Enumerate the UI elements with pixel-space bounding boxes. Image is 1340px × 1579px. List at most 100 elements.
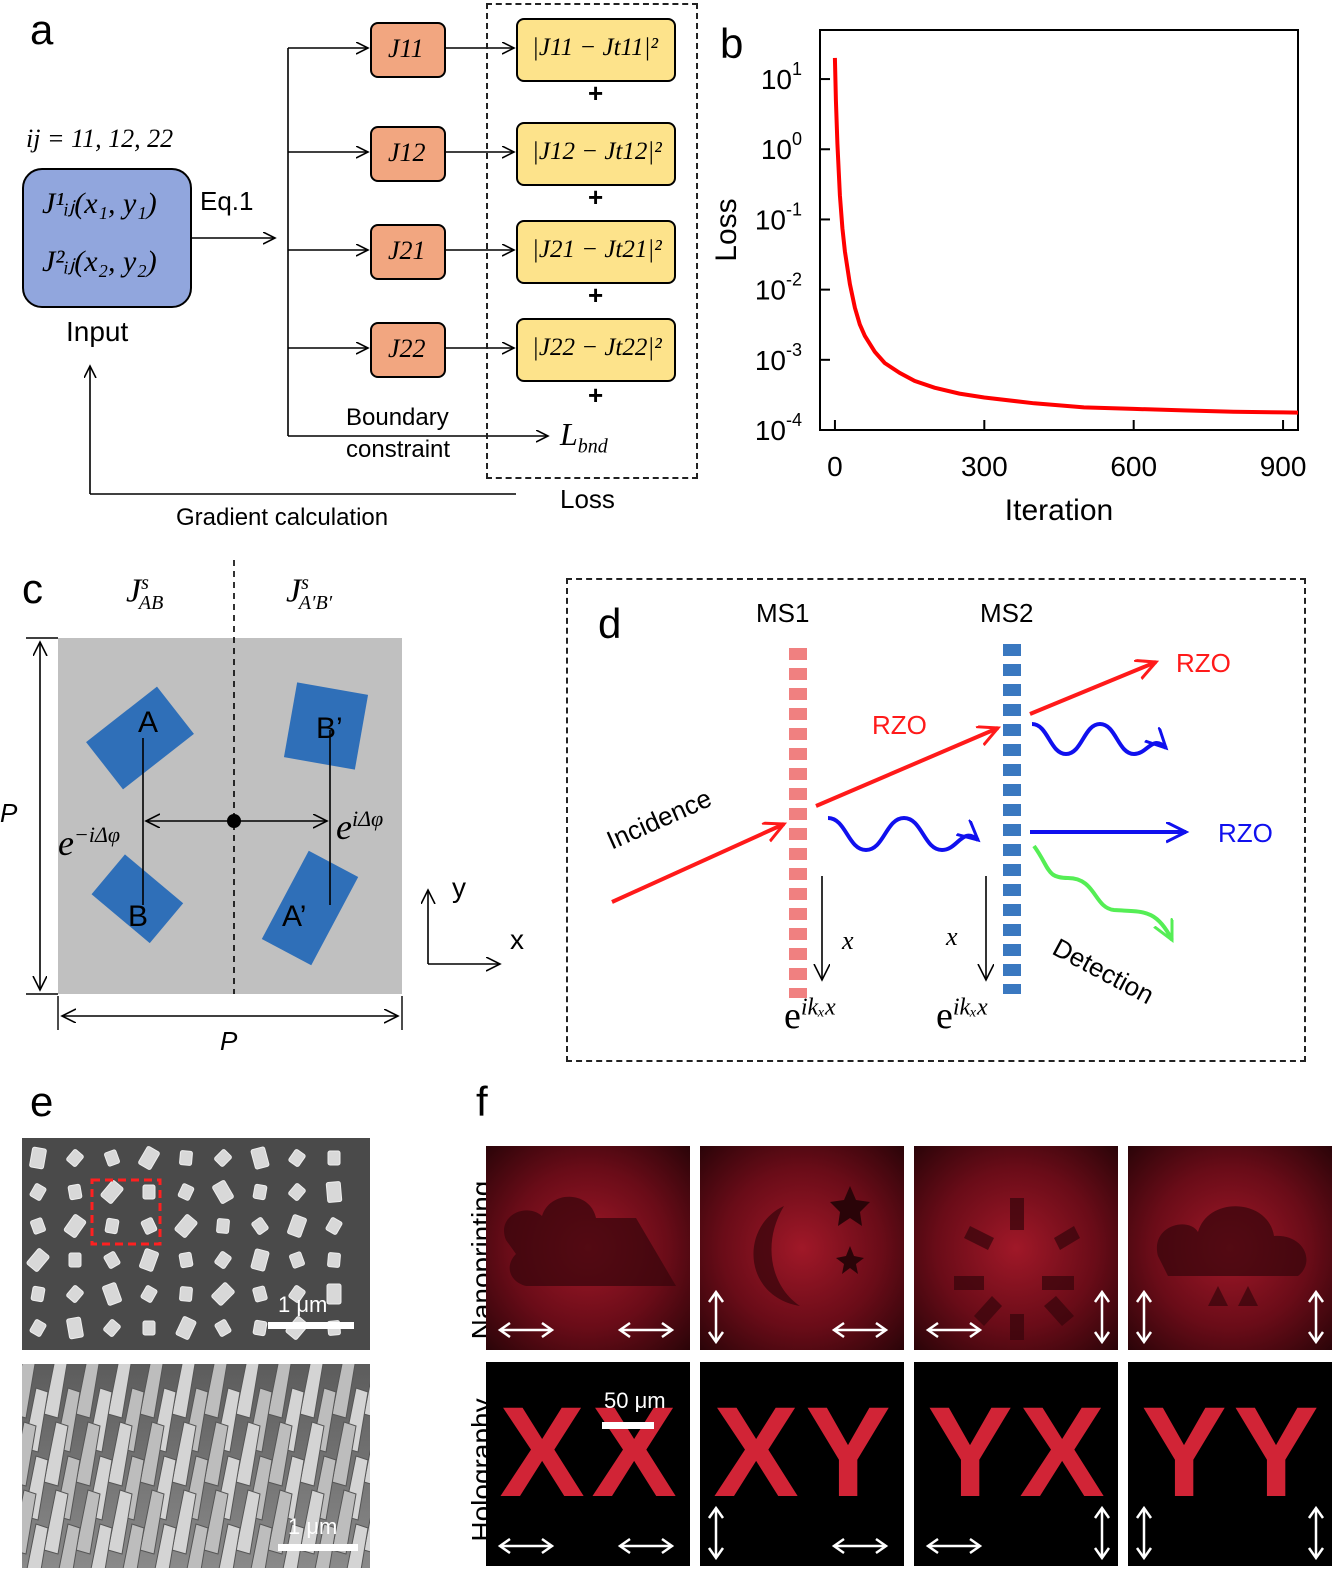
- pillar-b: [91, 854, 184, 944]
- sem-top-view: 1 μm: [22, 1138, 370, 1350]
- scale-text-f: 50 μm: [604, 1388, 666, 1413]
- nanoprint-pattern: [1156, 1206, 1307, 1306]
- sem-tilted-pillar: [171, 1421, 197, 1487]
- phase-label-1: eikₓx: [784, 994, 836, 1037]
- sem-pillar: [140, 1285, 158, 1303]
- sem-pillar: [104, 1149, 120, 1167]
- sem-tilted-pillar: [235, 1489, 261, 1555]
- scale-bar-f: [602, 1422, 654, 1429]
- sem-tilted-pillar: [267, 1421, 293, 1487]
- sem-pillar: [103, 1251, 121, 1269]
- sem-tilted-pillar: [203, 1421, 229, 1487]
- sem-pillar: [178, 1251, 194, 1269]
- loss-term-12: |J12 − Jt12|²: [516, 122, 676, 186]
- polarization-arrowhead: [1135, 1331, 1153, 1345]
- sem-tilted-pillar: [218, 1523, 241, 1568]
- sem-tilted-pillar: [299, 1489, 325, 1555]
- sem-pillar: [142, 1184, 156, 1200]
- sem-tilted-pillar: [139, 1364, 164, 1419]
- polarization-arrowhead: [707, 1505, 725, 1519]
- scale-text-bottom: 1 μm: [288, 1514, 338, 1539]
- polarization-arrowhead: [617, 1537, 631, 1555]
- sem-tilted-pillar: [22, 1421, 37, 1487]
- sem-tilted-pillar: [299, 1364, 324, 1419]
- hologram-letter: X: [713, 1381, 798, 1524]
- hologram-letter: X: [499, 1381, 584, 1524]
- sem-tilted-pillar: [43, 1489, 69, 1555]
- hologram-letter: Y: [927, 1381, 1012, 1524]
- panel-a-letter: a: [30, 6, 54, 53]
- y-tick-label: 100: [761, 129, 802, 165]
- sem-pillar: [26, 1248, 50, 1272]
- polarization-arrowhead: [1135, 1505, 1153, 1519]
- sem-tilted-pillar: [139, 1489, 165, 1555]
- tile-graphic: [497, 1196, 676, 1339]
- polarization-arrowhead: [707, 1547, 725, 1561]
- scale-text-top: 1 μm: [278, 1292, 328, 1317]
- loss-series-line: [832, 57, 1299, 415]
- sem-pillar: [252, 1319, 268, 1337]
- sem-tilted-pillar: [90, 1523, 113, 1568]
- panel-d-frame: [566, 578, 1306, 1062]
- x-tick-label: 0: [827, 451, 843, 482]
- sem-tilted-pillar: [154, 1523, 177, 1568]
- sem-pillar: [179, 1150, 193, 1166]
- sem-pillar: [212, 1180, 234, 1204]
- sem-tilted-pillar: [331, 1364, 356, 1419]
- hologram-letter: Y: [1233, 1381, 1318, 1524]
- sem-pillar: [140, 1217, 158, 1235]
- pillar-bp: [283, 682, 369, 770]
- input-line-2: J²ᵢⱼ(x₂, y₂): [42, 245, 157, 278]
- sem-tilted-pillar: [75, 1364, 100, 1419]
- label-ap: A’: [282, 900, 307, 933]
- star-icon: [830, 1186, 870, 1226]
- sem-pillar: [216, 1218, 230, 1234]
- hologram-letter: X: [591, 1381, 676, 1524]
- y-tick-label: 10-4: [755, 410, 802, 446]
- polarization-arrowhead: [1307, 1331, 1325, 1345]
- nanoprint-image: [914, 1146, 1118, 1350]
- rzo-red-out: RZO: [1176, 648, 1231, 678]
- loss-term-22-text: |J22 − Jt22|²: [532, 334, 662, 361]
- tile-graphic: [925, 1198, 1111, 1345]
- period-vertical: P: [0, 798, 18, 828]
- y-tick-label: 10-2: [755, 270, 802, 306]
- sem-pillar: [67, 1183, 83, 1201]
- sem-tilted-pillar: [267, 1489, 293, 1555]
- sem-tilted-pillar: [43, 1364, 68, 1419]
- sem-tilt-pillars: [22, 1364, 370, 1568]
- sem-tilted-pillar: [250, 1523, 273, 1568]
- nanoprint-image: [700, 1146, 904, 1350]
- nanoprint-image: [486, 1146, 690, 1350]
- sem-pillar: [30, 1217, 46, 1235]
- sem-pillar: [288, 1285, 306, 1303]
- sem-tilted-pillar: [122, 1523, 145, 1568]
- j12-box: J12: [370, 126, 446, 182]
- axis-x-label: x: [510, 924, 524, 955]
- polarization-arrowhead: [1307, 1289, 1325, 1303]
- sem-pillar: [251, 1217, 269, 1235]
- polarization-arrowhead: [541, 1321, 555, 1339]
- sem-tilted-pillar: [171, 1489, 197, 1555]
- sem-pillar: [214, 1251, 232, 1269]
- panel-d-letter: d: [598, 600, 622, 647]
- sem-tilted-pillar: [203, 1489, 229, 1555]
- tile-graphic: [707, 1186, 889, 1345]
- j22-label: J22: [388, 334, 426, 363]
- y-tick-label: 10-3: [755, 340, 802, 376]
- plus-2: +: [588, 182, 604, 212]
- sem-pillar: [63, 1214, 87, 1238]
- sem-pillar: [102, 1282, 122, 1306]
- panel-a: ij = 11, 12, 22 J¹ᵢⱼ(x₁, y₁) J²ᵢⱼ(x₂, y₂…: [0, 0, 720, 540]
- eq-label: Eq.1: [200, 186, 254, 216]
- polarization-arrowhead: [661, 1321, 675, 1339]
- loss-region: [486, 3, 698, 479]
- polarization-arrowhead: [497, 1537, 511, 1555]
- nanoprint-pattern: [753, 1206, 800, 1306]
- polarization-arrowhead: [969, 1537, 983, 1555]
